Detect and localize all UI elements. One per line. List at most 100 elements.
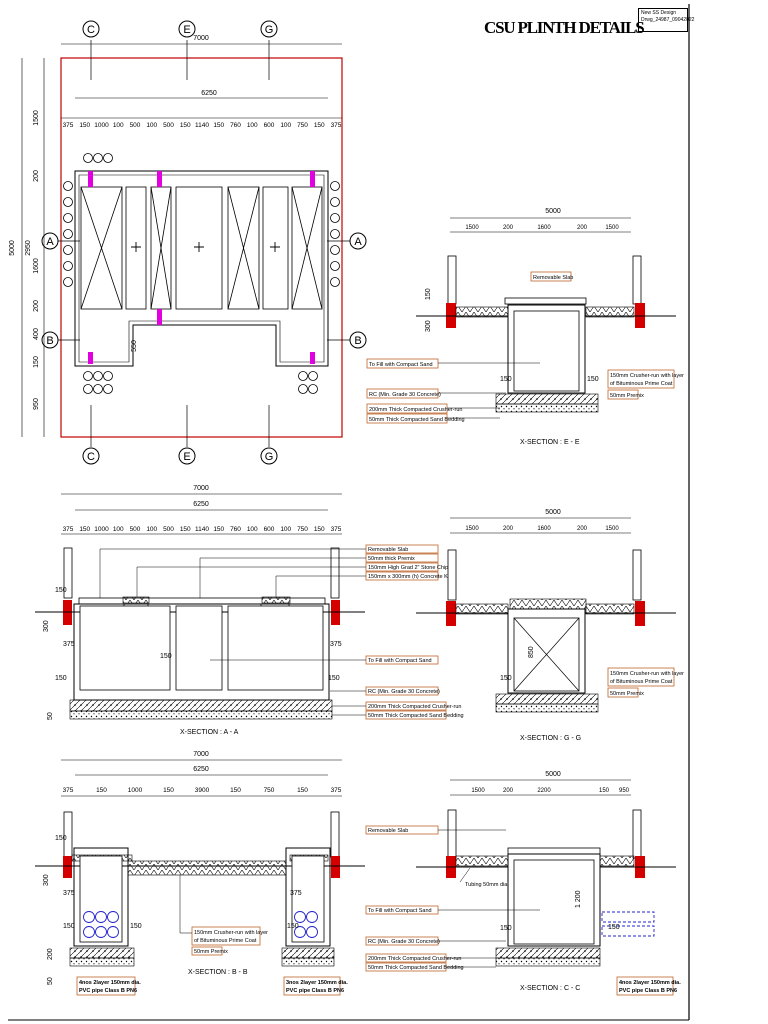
ee-vdim-150: 150 — [425, 288, 432, 300]
aa-top-dim-15: 150 — [314, 526, 325, 533]
svg-text:To Fill with Compact Sand: To Fill with Compact Sand — [368, 908, 432, 914]
aa-vdim-300: 300 — [43, 620, 50, 632]
cc-dim-2: 200 — [503, 788, 514, 794]
svg-text:Removable Slab: Removable Slab — [368, 828, 408, 834]
aa-top-dim-16: 375 — [331, 526, 342, 533]
gg-dim-5: 1500 — [605, 526, 619, 532]
bb-label-prime: 150mm Crusher-run with layer of Bitumino… — [179, 875, 268, 946]
aa-top-dim-2: 1000 — [94, 526, 109, 533]
plan-circle-bl-b2 — [103, 384, 113, 394]
svg-text:To Fill with Compact Sand: To Fill with Compact Sand — [368, 658, 432, 664]
aa-label-premix: 50mm thick Premix — [199, 553, 439, 598]
cc-dim-4: 150 — [599, 788, 610, 794]
grid-bubble-b-right: B — [327, 331, 367, 349]
plan-circle-left-3 — [63, 229, 73, 239]
bb-top-dim-3: 150 — [163, 787, 174, 794]
aa-label-removable: Removable Slab — [99, 544, 439, 598]
plan-circle-bl-a1 — [93, 371, 103, 381]
ee-vdim-300: 300 — [425, 320, 432, 332]
bb-dim-375-right: 375 — [290, 890, 302, 897]
aa-top-dim-3: 100 — [113, 526, 124, 533]
plan-circle-right-3 — [330, 229, 340, 239]
plan-circle-bl-a2 — [103, 371, 113, 381]
plan-circle-left-6 — [63, 277, 73, 287]
plan-dim-150: 150 — [33, 356, 40, 368]
grid-bubble-g-top: G — [260, 20, 278, 80]
gg-dim-850: 850 — [528, 646, 535, 658]
plan-inner-width: 6250 — [201, 90, 217, 97]
svg-text:RC (Min. Grade 30 Concrete): RC (Min. Grade 30 Concrete) — [369, 392, 441, 398]
svg-text:50mm Premix: 50mm Premix — [610, 691, 644, 697]
plan-circle-top-1 — [93, 153, 103, 163]
aa-top-dim-8: 1140 — [195, 526, 209, 533]
svg-text:PVC pipe Class B PN6: PVC pipe Class B PN6 — [79, 988, 137, 994]
aa-top-dim-4: 500 — [130, 526, 141, 533]
plan-top-dim-9: 150 — [213, 122, 224, 129]
plan-notch-dim: 550 — [131, 340, 138, 352]
drawing-reference-box: New SS Design Drwg_24987_09042022 — [638, 8, 695, 32]
gg-overall: 5000 — [545, 509, 561, 516]
cc-dim-5: 950 — [619, 788, 630, 794]
bb-pipe-left-a1 — [95, 911, 107, 923]
bb-top-dim-6: 750 — [264, 787, 275, 794]
bb-pipe-left-a2 — [107, 911, 119, 923]
svg-text:PVC pipe Class B PN6: PVC pipe Class B PN6 — [286, 988, 344, 994]
cc-dim-150-left: 150 — [500, 925, 512, 932]
bb-pipe-mid-a0 — [294, 911, 306, 923]
aa-top-dim-7: 150 — [180, 526, 191, 533]
bb-inner: 6250 — [193, 766, 209, 773]
plan-dim-950: 950 — [33, 398, 40, 410]
ee-label-rc: RC (Min. Grade 30 Concrete) — [366, 388, 506, 399]
plan-top-dim-7: 150 — [180, 122, 191, 129]
plan-circle-left-1 — [63, 197, 73, 207]
svg-text:B: B — [354, 335, 361, 347]
svg-text:To Fill with Compact Sand: To Fill with Compact Sand — [369, 362, 433, 368]
svg-text:of Bituminous Prime Coat: of Bituminous Prime Coat — [610, 381, 673, 387]
plan-top-dim-0: 375 — [63, 122, 74, 129]
bb-top-dim-8: 375 — [331, 787, 342, 794]
bb-overall: 7000 — [193, 751, 209, 758]
ee-dim-150-right: 150 — [587, 376, 599, 383]
plan-circle-left-0 — [63, 181, 73, 191]
aa-dim-150: 150 — [160, 653, 172, 660]
svg-text:150mm Crusher-run with layer: 150mm Crusher-run with layer — [610, 373, 684, 379]
ee-caption: X-SECTION : E - E — [520, 439, 580, 446]
bb-caption: X-SECTION : B - B — [188, 969, 248, 976]
bb-pipe-left-a0 — [83, 911, 95, 923]
gg-label-prime: 150mm Crusher-run with layer of Bitumino… — [607, 667, 684, 687]
grid-bubble-a-left: A — [41, 232, 80, 250]
grid-bubble-b-left: B — [41, 331, 80, 349]
aa-top-dim-1: 150 — [79, 526, 90, 533]
plan-circle-top-2 — [103, 153, 113, 163]
plan-top-dim-15: 150 — [314, 122, 325, 129]
aa-label-chip: 150mm High Grad 2" Stone Chip — [136, 562, 448, 597]
ee-overall: 5000 — [545, 208, 561, 215]
bb-label-pipe-left: 4nos 2layer 150mm dia. PVC pipe Class B … — [76, 976, 141, 996]
plan-circle-bl-a0 — [83, 371, 93, 381]
bb-vdim-50: 50 — [47, 977, 54, 985]
plan-circle-left-2 — [63, 213, 73, 223]
bb-top-dim-2: 1000 — [128, 787, 143, 794]
aa-top-dim-13: 100 — [280, 526, 291, 533]
plan-dim-2950: 2950 — [25, 240, 32, 256]
svg-text:4nos 2layer 150mm dia.: 4nos 2layer 150mm dia. — [619, 980, 681, 986]
plan-circle-right-0 — [330, 181, 340, 191]
aa-label-kerb: 150mm x 300mm (h) Concrete Kerb — [275, 571, 456, 597]
aa-top-dim-0: 375 — [63, 526, 74, 533]
svg-text:B: B — [46, 335, 53, 347]
ee-label-sand: 50mm Thick Compacted Sand Bedding — [366, 413, 500, 424]
plan-top-dim-13: 100 — [280, 122, 291, 129]
gg-dim-150: 150 — [500, 675, 512, 682]
grid-bubble-c-bottom: C — [82, 405, 100, 465]
cc-label-removable: Removable Slab — [365, 825, 506, 835]
gg-dim-3: 1600 — [537, 526, 551, 532]
gg-dim-2: 200 — [503, 526, 514, 532]
plan-dim-200b: 200 — [33, 300, 40, 312]
plan-circle-br-a0 — [298, 371, 308, 381]
svg-text:Removable Slab: Removable Slab — [533, 275, 573, 281]
aa-dim-375-right: 375 — [330, 641, 342, 648]
reference-line-2: Drwg_24987_09042022 — [641, 17, 695, 23]
